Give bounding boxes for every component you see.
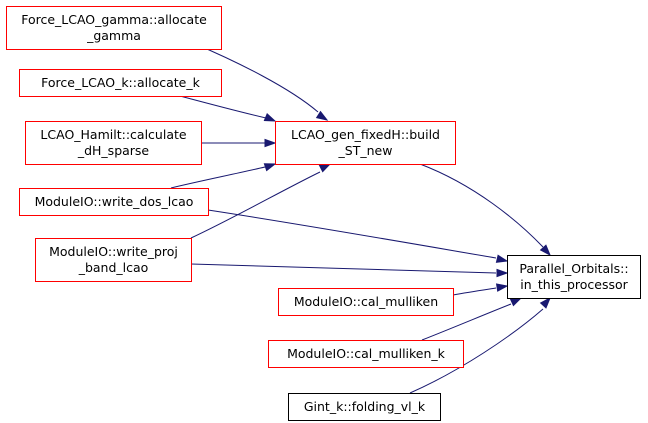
edge-line: [190, 263, 497, 274]
node-label-line: Force_LCAO_gamma::allocate: [21, 12, 207, 27]
edge-hamilt-to-build_st: [200, 138, 277, 148]
edge-line: [190, 171, 321, 239]
node-lcao-hamilt-calculate-dh-sparse[interactable]: LCAO_Hamilt::calculate_dH_sparse: [25, 121, 202, 165]
node-label-line: ModuleIO::write_proj: [49, 244, 178, 259]
node-moduleio-cal-mulliken[interactable]: ModuleIO::cal_mulliken: [278, 288, 454, 316]
node-label-line: ModuleIO::cal_mulliken: [294, 294, 438, 309]
node-label-line: LCAO_gen_fixedH::build: [291, 127, 440, 142]
node-box: [35, 238, 192, 282]
arrowhead-icon: [264, 138, 277, 148]
edge-write_dos-to-build_st: [170, 163, 277, 189]
edge-write_proj-to-build_st: [190, 163, 332, 239]
node-parallel-orbitals-in-this-processor[interactable]: Parallel_Orbitals::in_this_processor: [507, 255, 641, 299]
edge-line: [170, 166, 266, 189]
node-label-line: ModuleIO::write_dos_lcao: [35, 194, 194, 209]
edge-line: [419, 163, 544, 248]
node-label-line: Parallel_Orbitals::: [519, 261, 628, 276]
node-force-lcao-gamma-allocate-gamma[interactable]: Force_LCAO_gamma::allocate_gamma: [6, 6, 222, 50]
node-label-line: _dH_sparse: [77, 143, 150, 158]
node-moduleio-write-proj-band-lcao[interactable]: ModuleIO::write_proj_band_lcao: [35, 238, 192, 282]
edge-line: [452, 287, 497, 296]
arrowhead-icon: [509, 297, 523, 307]
arrowhead-icon: [495, 254, 509, 263]
node-label-line: Gint_k::folding_vl_k: [304, 399, 426, 414]
node-box: [25, 121, 202, 165]
node-label-line: Force_LCAO_k::allocate_k: [41, 75, 200, 90]
node-box: [288, 393, 441, 421]
edge-gint-to-target: [409, 296, 551, 394]
node-label-line: in_this_processor: [520, 277, 628, 292]
node-moduleio-write-dos-lcao[interactable]: ModuleIO::write_dos_lcao: [19, 188, 209, 216]
arrowhead-icon: [539, 296, 551, 309]
arrowhead-icon: [263, 163, 277, 172]
node-force-lcao-k-allocate-k[interactable]: Force_LCAO_k::allocate_k: [19, 69, 222, 97]
arrowhead-icon: [263, 112, 277, 122]
node-box: [19, 188, 209, 216]
edge-write_proj-to-target: [190, 263, 509, 278]
edge-line: [421, 303, 512, 341]
node-box: [6, 6, 222, 50]
node-box: [268, 340, 464, 368]
arrowhead-icon: [539, 244, 551, 257]
node-label-line: _gamma: [86, 28, 141, 43]
arrowhead-icon: [495, 283, 509, 292]
node-box: [278, 288, 454, 316]
edge-line: [179, 95, 267, 119]
nodes-layer: Force_LCAO_gamma::allocate_gammaForce_LC…: [6, 6, 641, 421]
node-lcao-gen-fixedh-build-st-new[interactable]: LCAO_gen_fixedH::build_ST_new: [275, 121, 456, 165]
edge-force_k-to-build_st: [179, 95, 277, 122]
edge-build_st-to-target: [419, 163, 551, 257]
arrowhead-icon: [496, 268, 509, 278]
edge-line: [207, 209, 497, 259]
node-box: [507, 255, 641, 299]
edge-mulliken_k-to-target: [421, 297, 523, 341]
edge-line: [409, 308, 544, 394]
node-gint-k-folding-vl-k[interactable]: Gint_k::folding_vl_k: [288, 393, 441, 421]
arrowhead-icon: [315, 110, 329, 121]
node-label-line: _ST_new: [338, 143, 393, 158]
node-box: [19, 69, 222, 97]
edges-layer: [170, 42, 551, 394]
node-label-line: ModuleIO::cal_mulliken_k: [287, 346, 446, 361]
edge-write_dos-to-target: [207, 209, 509, 263]
node-label-line: LCAO_Hamilt::calculate: [40, 127, 186, 142]
edge-mulliken-to-target: [452, 283, 509, 296]
node-moduleio-cal-mulliken-k[interactable]: ModuleIO::cal_mulliken_k: [268, 340, 464, 368]
node-box: [275, 121, 456, 165]
arrowhead-icon: [318, 163, 332, 173]
node-label-line: _band_lcao: [78, 260, 149, 275]
